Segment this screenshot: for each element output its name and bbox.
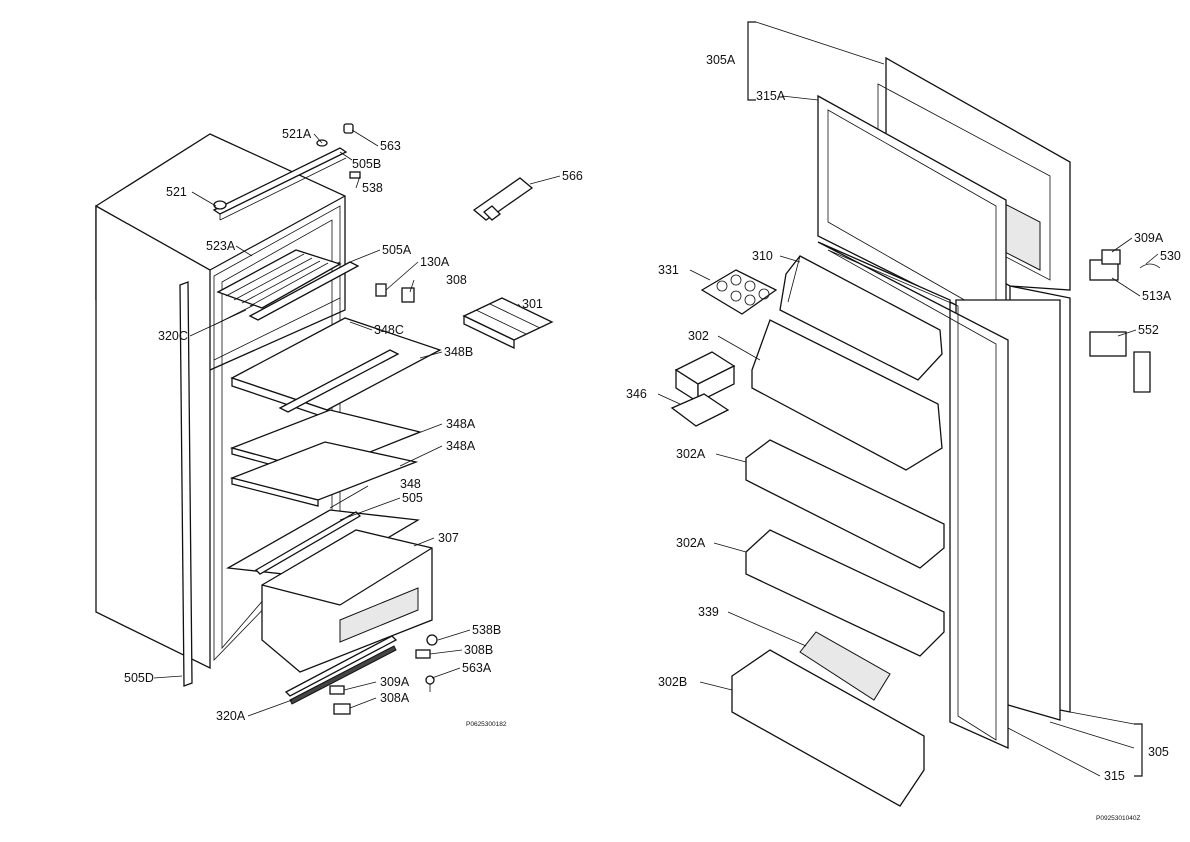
label-302: 302 (688, 329, 709, 343)
label-530: 530 (1160, 249, 1181, 263)
label-305: 305 (1148, 745, 1169, 759)
drawing-code-left: P0625300182 (466, 721, 507, 728)
hinge-parts (1089, 249, 1161, 393)
label-348: 348 (400, 477, 421, 491)
label-563a: 563A (462, 661, 492, 675)
small-hardware (329, 283, 438, 715)
label-552: 552 (1138, 323, 1159, 337)
label-521a: 521A (282, 127, 312, 141)
ice-tray (462, 297, 554, 350)
label-320a: 320A (216, 709, 246, 723)
label-566: 566 (562, 169, 583, 183)
butter-box (670, 351, 736, 427)
label-505d: 505D (124, 671, 154, 685)
label-538: 538 (362, 181, 383, 195)
crisper-drawer (261, 529, 433, 673)
label-348a-1: 348A (446, 417, 476, 431)
label-339: 339 (698, 605, 719, 619)
freezer-rack (216, 249, 360, 321)
label-521: 521 (166, 185, 187, 199)
label-130a: 130A (420, 255, 450, 269)
door-bin-302a-upper (745, 439, 945, 569)
label-538b: 538B (472, 623, 501, 637)
label-302a-1: 302A (676, 447, 706, 461)
label-348b: 348B (444, 345, 473, 359)
label-315: 315 (1104, 769, 1125, 783)
label-346: 346 (626, 387, 647, 401)
dairy-compartment (779, 255, 943, 381)
label-348c: 348C (374, 323, 404, 337)
label-305a: 305A (706, 53, 736, 67)
label-505b: 505B (352, 157, 381, 171)
fridge-door-gasket (817, 241, 1009, 750)
glass-shelves (225, 317, 442, 579)
label-307: 307 (438, 531, 459, 545)
label-315a: 315A (756, 89, 786, 103)
label-513a: 513A (1142, 289, 1172, 303)
label-brackets (747, 21, 1143, 777)
bracket-566 (472, 177, 534, 221)
bottom-strip (284, 635, 398, 705)
part-labels: 521A 563 505B 538 521 566 523A 505A 130A… (124, 53, 1181, 822)
door-bin-302a-lower (745, 529, 945, 657)
label-563: 563 (380, 139, 401, 153)
label-331: 331 (658, 263, 679, 277)
door-bin-302b (731, 649, 925, 807)
label-308b: 308B (464, 643, 493, 657)
label-309a-right: 309A (1134, 231, 1164, 245)
label-348a-2: 348A (446, 439, 476, 453)
label-310: 310 (752, 249, 773, 263)
bottle-rack (799, 631, 891, 701)
label-505: 505 (402, 491, 423, 505)
label-309a-left: 309A (380, 675, 410, 689)
egg-tray (700, 269, 778, 315)
leader-lines (153, 129, 1159, 717)
label-320c: 320C (158, 329, 188, 343)
door-bin-302 (751, 319, 943, 471)
drawing-code-right: P0925301040Z (1096, 815, 1140, 822)
label-505a: 505A (382, 243, 412, 257)
label-308a: 308A (380, 691, 410, 705)
label-302b: 302B (658, 675, 687, 689)
label-301: 301 (522, 297, 543, 311)
label-302a-2: 302A (676, 536, 706, 550)
label-308: 308 (446, 273, 467, 287)
side-strip (179, 281, 193, 687)
label-523a: 523A (206, 239, 236, 253)
